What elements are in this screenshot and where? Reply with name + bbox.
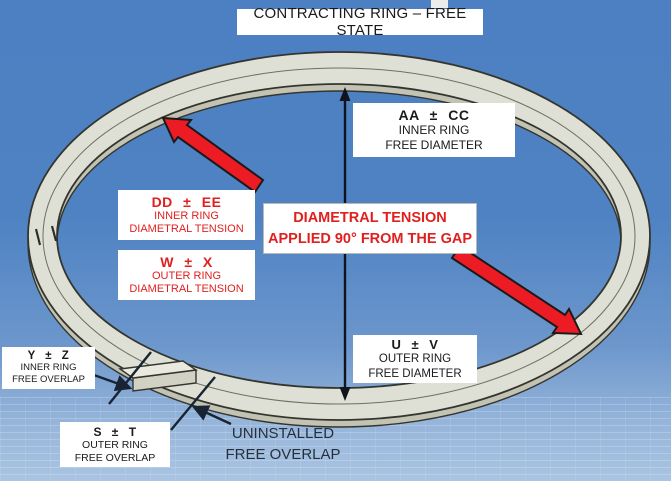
callout-inner-diametral-tension: DD ± EE INNER RING DIAMETRAL TENSION — [118, 190, 255, 240]
ring-name: INNER RING — [398, 123, 470, 138]
callout-inner-free-overlap: Y ± Z INNER RING FREE OVERLAP — [2, 347, 95, 389]
center-note: DIAMETRAL TENSION APPLIED 90° FROM THE G… — [263, 203, 477, 254]
ring-name: INNER RING — [154, 209, 219, 222]
ring-name: OUTER RING — [82, 438, 148, 451]
callout-outer-free-diameter: U ± V OUTER RING FREE DIAMETER — [353, 335, 477, 383]
uninstalled-note: UNINSTALLED FREE OVERLAP — [224, 423, 342, 465]
callout-outer-free-overlap: S ± T OUTER RING FREE OVERLAP — [60, 422, 170, 467]
center-note-line2: APPLIED 90° FROM THE GAP — [268, 230, 472, 247]
dim-value: DD ± EE — [151, 193, 222, 210]
ring-joint-mark — [50, 225, 58, 242]
slide-title-text: CONTRACTING RING – FREE STATE — [253, 5, 467, 39]
ring-name: OUTER RING — [378, 353, 452, 366]
metric-name: DIAMETRAL TENSION — [129, 223, 244, 235]
tension-arrow-upper-left — [161, 116, 265, 194]
uninstalled-note-line1: UNINSTALLED — [231, 425, 335, 442]
dim-value: U ± V — [391, 337, 439, 353]
callout-inner-free-diameter: AA ± CC INNER RING FREE DIAMETER — [353, 103, 515, 157]
top-edge-artifact — [431, 0, 448, 8]
overlap-block-top — [118, 360, 198, 379]
uninstalled-note-line2: FREE OVERLAP — [225, 446, 341, 463]
ring — [27, 51, 651, 421]
center-note-line1: DIAMETRAL TENSION — [293, 209, 447, 226]
ring-midline — [42, 67, 636, 405]
tension-arrow-lower-right — [450, 244, 583, 336]
metric-name: FREE DIAMETER — [385, 138, 483, 152]
metric-name: FREE OVERLAP — [74, 451, 156, 464]
ring-name: OUTER RING — [151, 269, 222, 282]
dim-value: Y ± Z — [27, 350, 70, 363]
dim-value: W ± X — [160, 253, 213, 270]
metric-name: FREE OVERLAP — [12, 374, 85, 385]
ring-joint-mark — [34, 228, 42, 246]
ring-name: INNER RING — [20, 362, 77, 374]
metric-name: DIAMETRAL TENSION — [129, 283, 244, 295]
uninstalled-pointer-arrow — [191, 405, 232, 426]
dim-value: AA ± CC — [398, 107, 470, 124]
slide-title: CONTRACTING RING – FREE STATE — [237, 5, 483, 39]
inner-overlap-pointer-arrow — [93, 373, 133, 392]
dim-value: S ± T — [93, 424, 137, 439]
callout-outer-diametral-tension: W ± X OUTER RING DIAMETRAL TENSION — [118, 250, 255, 300]
overlap-tick-outer — [170, 376, 216, 431]
metric-name: FREE DIAMETER — [368, 367, 462, 380]
